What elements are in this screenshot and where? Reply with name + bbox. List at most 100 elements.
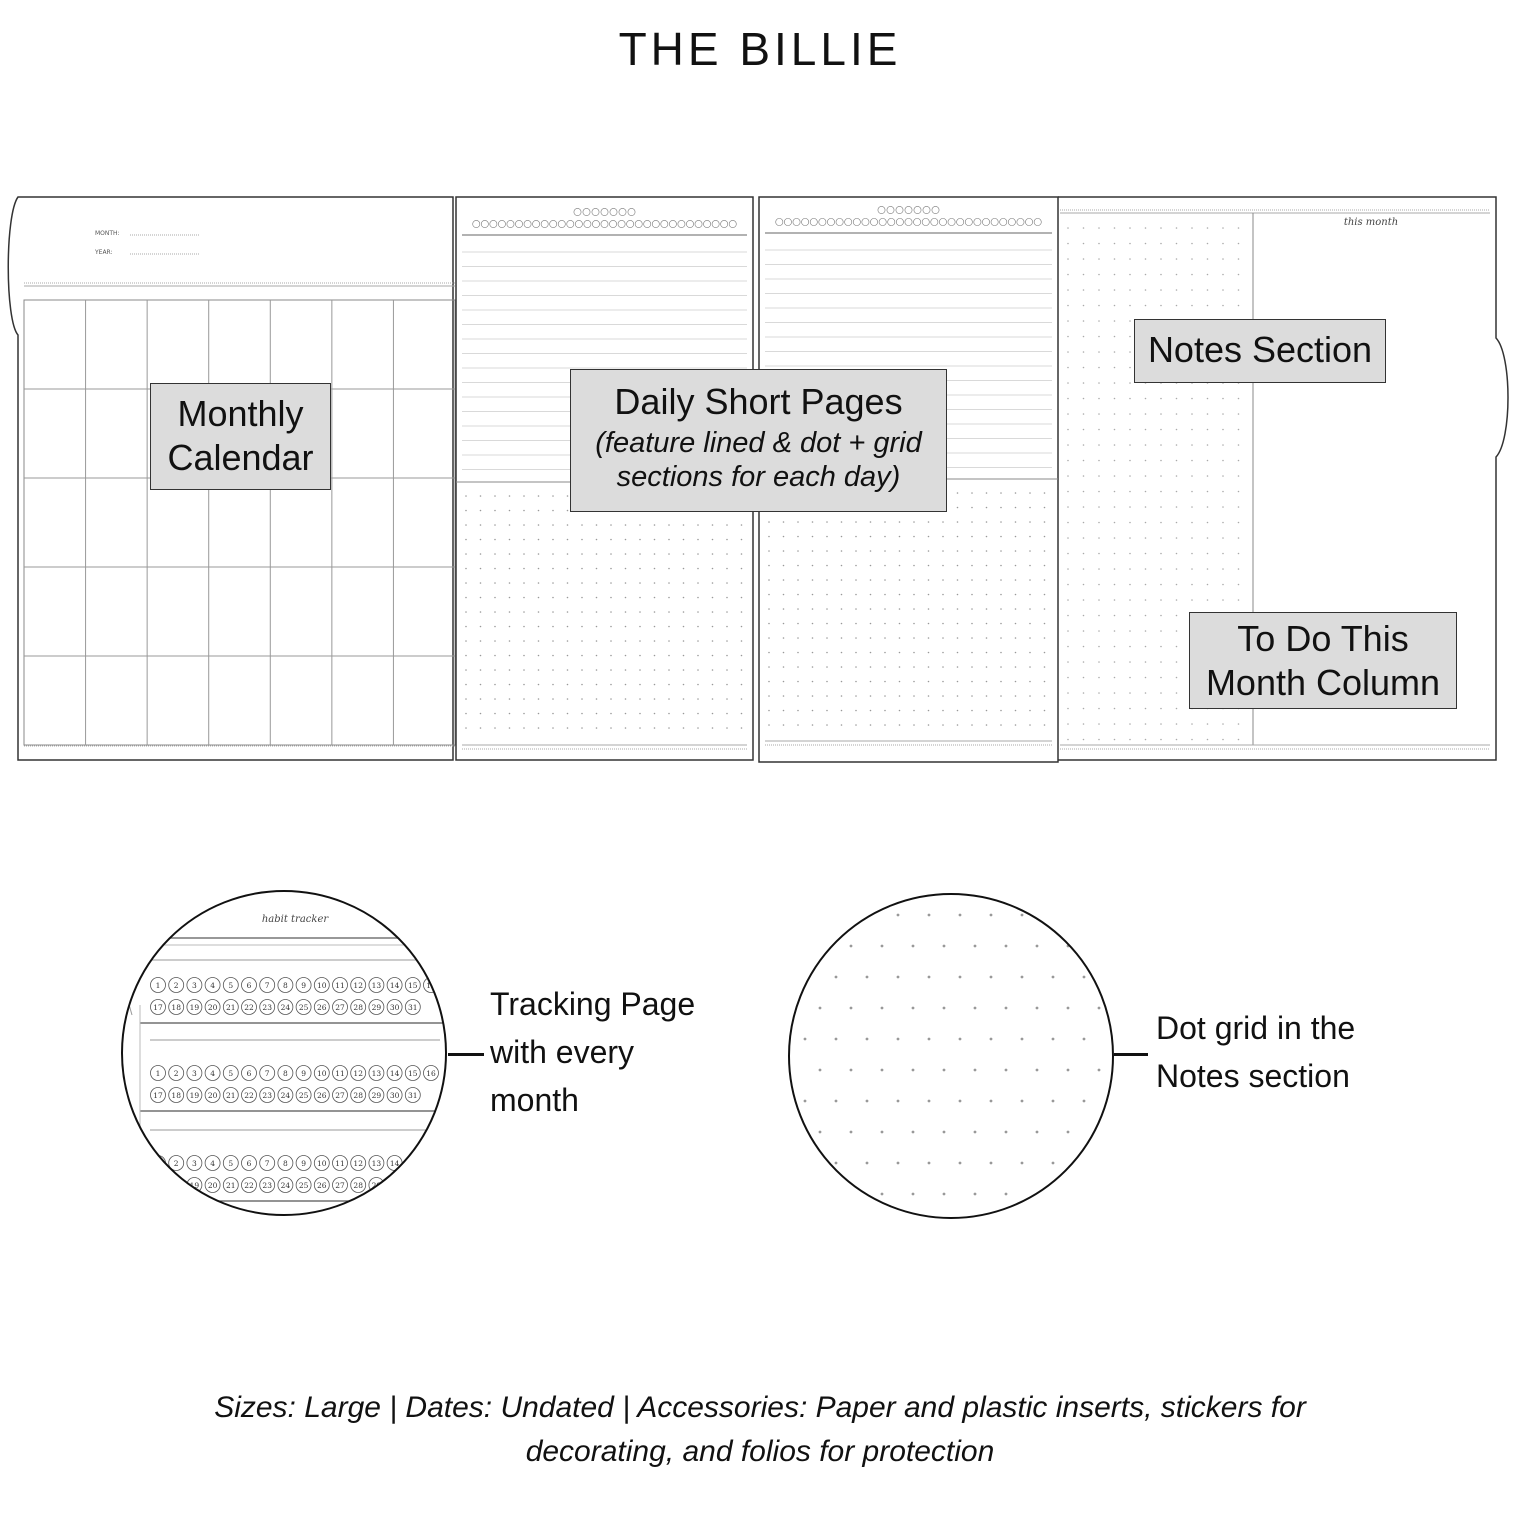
date-bubble — [515, 220, 523, 228]
notes-dot — [1113, 289, 1116, 291]
grid-dot — [1029, 593, 1031, 596]
grid-dot — [639, 698, 641, 700]
notes-dot — [1113, 490, 1116, 493]
grid-dot — [639, 567, 641, 570]
grid-dot — [653, 582, 656, 584]
tracker-day-number: 20 — [208, 1091, 218, 1100]
notes-dot — [1067, 475, 1069, 477]
grid-dot — [985, 593, 988, 596]
notes-dot — [1206, 738, 1209, 741]
tracker-day-circle — [259, 999, 276, 1015]
tracker-day-number: 17 — [153, 1091, 163, 1100]
grid-dot — [668, 625, 670, 628]
notes-dot — [1098, 397, 1100, 400]
notes-dot — [1222, 242, 1224, 245]
grid-dot — [942, 593, 944, 596]
date-bubble — [1007, 218, 1016, 226]
grid-dot — [811, 695, 814, 697]
grid-dot — [682, 625, 685, 628]
grid-dot — [898, 724, 901, 726]
grid-dot — [927, 579, 930, 581]
zoom-dot — [1082, 1161, 1086, 1165]
grid-dot — [956, 521, 959, 523]
notes-dot — [1113, 738, 1116, 741]
grid-dot — [624, 712, 627, 715]
tracker-day-circle — [386, 977, 403, 993]
grid-dot — [566, 596, 569, 599]
notes-dot — [1191, 599, 1193, 601]
grid-dot — [465, 495, 467, 497]
grid-dot — [927, 666, 930, 668]
grid-dot — [639, 669, 641, 671]
tracker-day-number: 10 — [317, 1069, 327, 1078]
notes-dot — [1160, 506, 1162, 508]
grid-dot — [624, 611, 627, 613]
grid-dot — [595, 553, 598, 555]
grid-dot — [826, 651, 828, 654]
grid-dot — [971, 608, 973, 610]
tracker-day-number: 26 — [317, 1003, 327, 1012]
grid-dot — [653, 698, 656, 700]
grid-dot — [811, 637, 814, 639]
grid-dot — [797, 622, 799, 625]
tracker-day-circle — [222, 999, 239, 1015]
grid-dot — [956, 695, 959, 697]
weekday-bubble — [573, 208, 582, 216]
tracker-day-number: 26 — [317, 1091, 327, 1100]
grid-dot — [537, 727, 540, 729]
grid-dot — [494, 625, 496, 628]
grid-dot — [711, 567, 714, 570]
notes-dot — [1082, 273, 1085, 276]
grid-dot — [552, 538, 554, 541]
tracker-day-circle — [277, 1065, 294, 1081]
date-bubble — [887, 218, 896, 226]
notes-dot — [1206, 273, 1209, 276]
zoom-dot — [849, 1130, 853, 1134]
notes-dot — [1175, 273, 1178, 276]
notes-dot — [1113, 304, 1116, 307]
notes-dot — [1144, 661, 1147, 663]
notes-dot — [1129, 366, 1131, 369]
weekday-bubble — [618, 208, 627, 216]
grid-dot — [537, 640, 540, 642]
grid-dot — [595, 596, 598, 599]
grid-dot — [1014, 680, 1017, 683]
grid-dot — [971, 709, 973, 712]
notes-dot — [1160, 568, 1162, 570]
tracker-day-number: 15 — [408, 1159, 418, 1168]
date-bubble — [964, 218, 973, 226]
grid-dot — [956, 535, 959, 538]
notes-dot — [1098, 521, 1100, 524]
grid-dot — [1014, 695, 1017, 697]
tracker-day-number: 4 — [210, 1159, 215, 1168]
notes-dot — [1082, 397, 1085, 400]
grid-dot — [508, 625, 511, 628]
grid-dot — [942, 709, 944, 712]
grid-dot — [1029, 506, 1031, 509]
tracker-day-circle — [368, 977, 385, 993]
notes-dot — [1129, 413, 1131, 415]
tracker-day-circle — [386, 999, 403, 1015]
grid-dot — [726, 625, 728, 628]
grid-dot — [913, 579, 915, 581]
notes-dot — [1144, 258, 1147, 260]
zoom-dot — [1051, 913, 1055, 917]
date-bubble — [626, 220, 635, 228]
grid-dot — [768, 709, 770, 712]
grid-dot — [697, 611, 699, 613]
dotgrid-caption-line2: Notes section — [1156, 1058, 1350, 1094]
grid-dot — [768, 637, 770, 639]
notes-dot — [1129, 397, 1131, 400]
grid-dot — [537, 712, 540, 715]
notes-dot — [1144, 645, 1147, 648]
zoom-dot — [927, 1037, 931, 1041]
grid-dot — [942, 651, 944, 654]
tracker-day-circle — [277, 1155, 294, 1171]
notes-dot — [1191, 444, 1193, 446]
notes-dot — [1098, 645, 1100, 648]
notes-dot — [1160, 289, 1162, 291]
grid-dot — [668, 698, 670, 700]
tracker-caption: Tracking Page with every month — [490, 980, 695, 1124]
grid-dot — [552, 582, 554, 584]
notes-dot — [1206, 475, 1209, 477]
